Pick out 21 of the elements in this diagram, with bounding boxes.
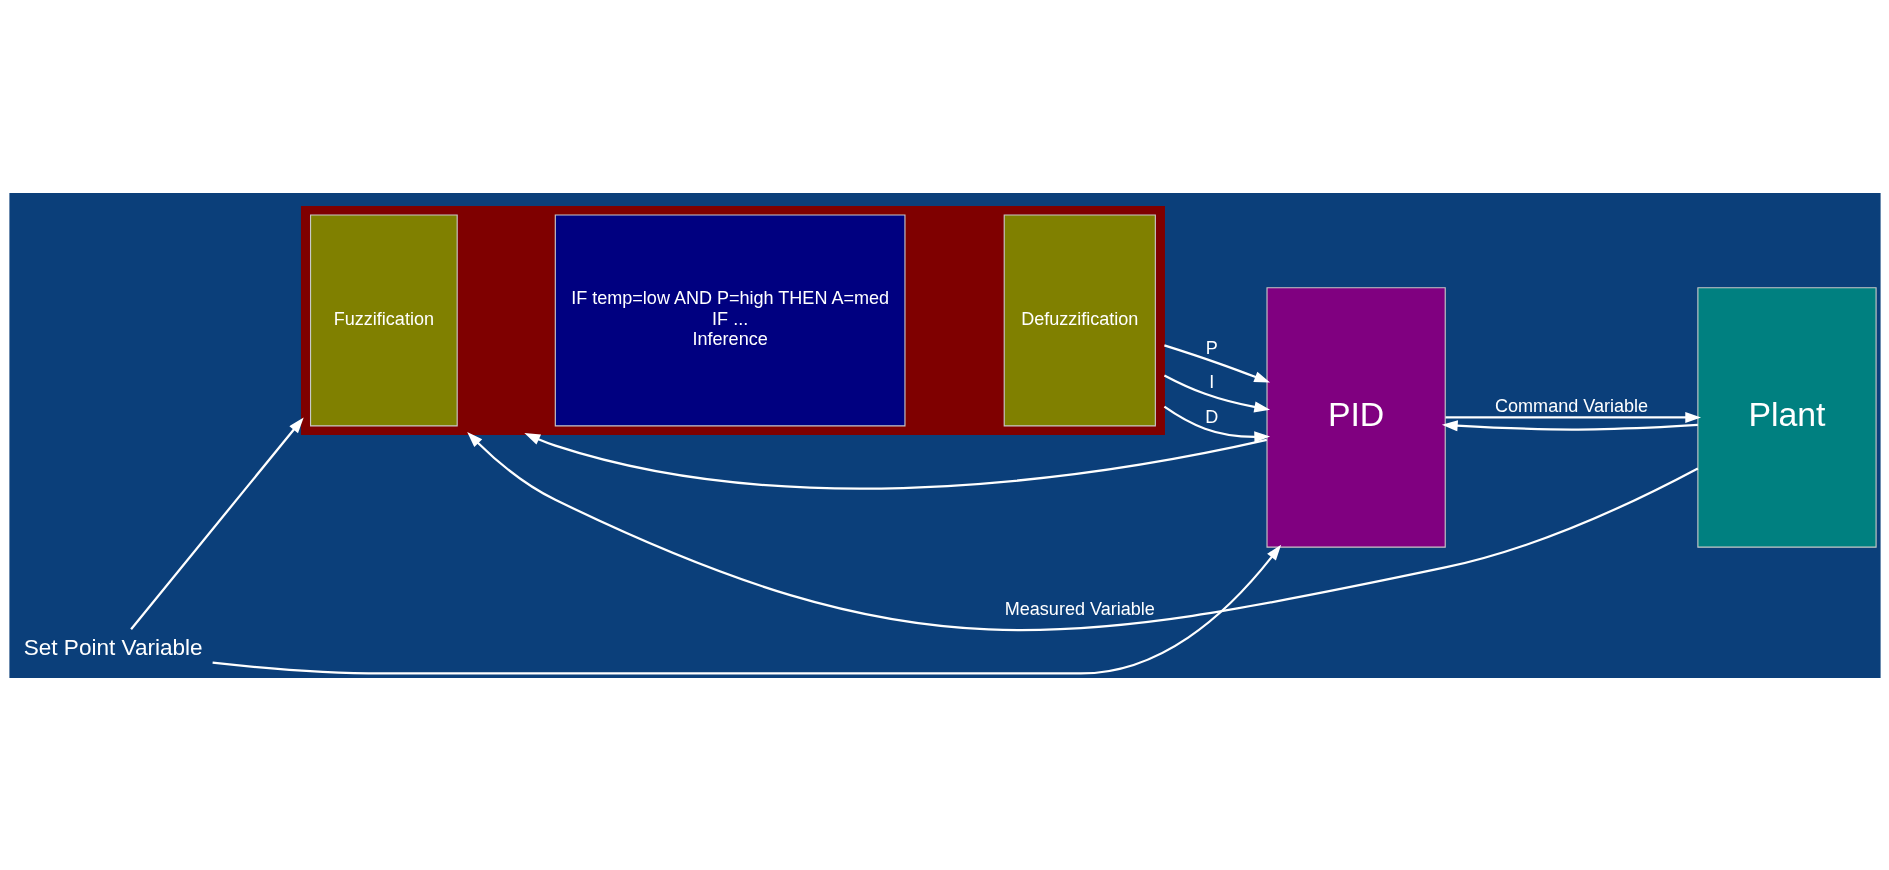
arrow [1441,419,1698,431]
arrow [212,544,1281,675]
arrow [1163,405,1270,442]
edge-label: Measured Variable [1004,598,1155,619]
node-text: Set Point Variable [23,634,203,660]
arrow [466,431,1698,631]
arrow [129,416,304,630]
edge-label: Command Variable [1494,395,1648,416]
node-box: Defuzzification [1003,213,1156,426]
node-box: PID [1265,286,1446,548]
node-box: Fuzzification [309,213,458,426]
node-box: IF temp=low AND P=high THEN A=med IF ... Inference [554,213,906,426]
cluster [300,205,1165,435]
arrow [1163,343,1270,383]
arrow [1163,373,1270,412]
edge-label: I [1208,371,1214,392]
edge-label: P [1205,337,1218,358]
arrow [1445,411,1701,423]
arrow [523,432,1267,489]
node-box: Plant [1696,286,1877,548]
edge-label: D [1204,406,1218,427]
